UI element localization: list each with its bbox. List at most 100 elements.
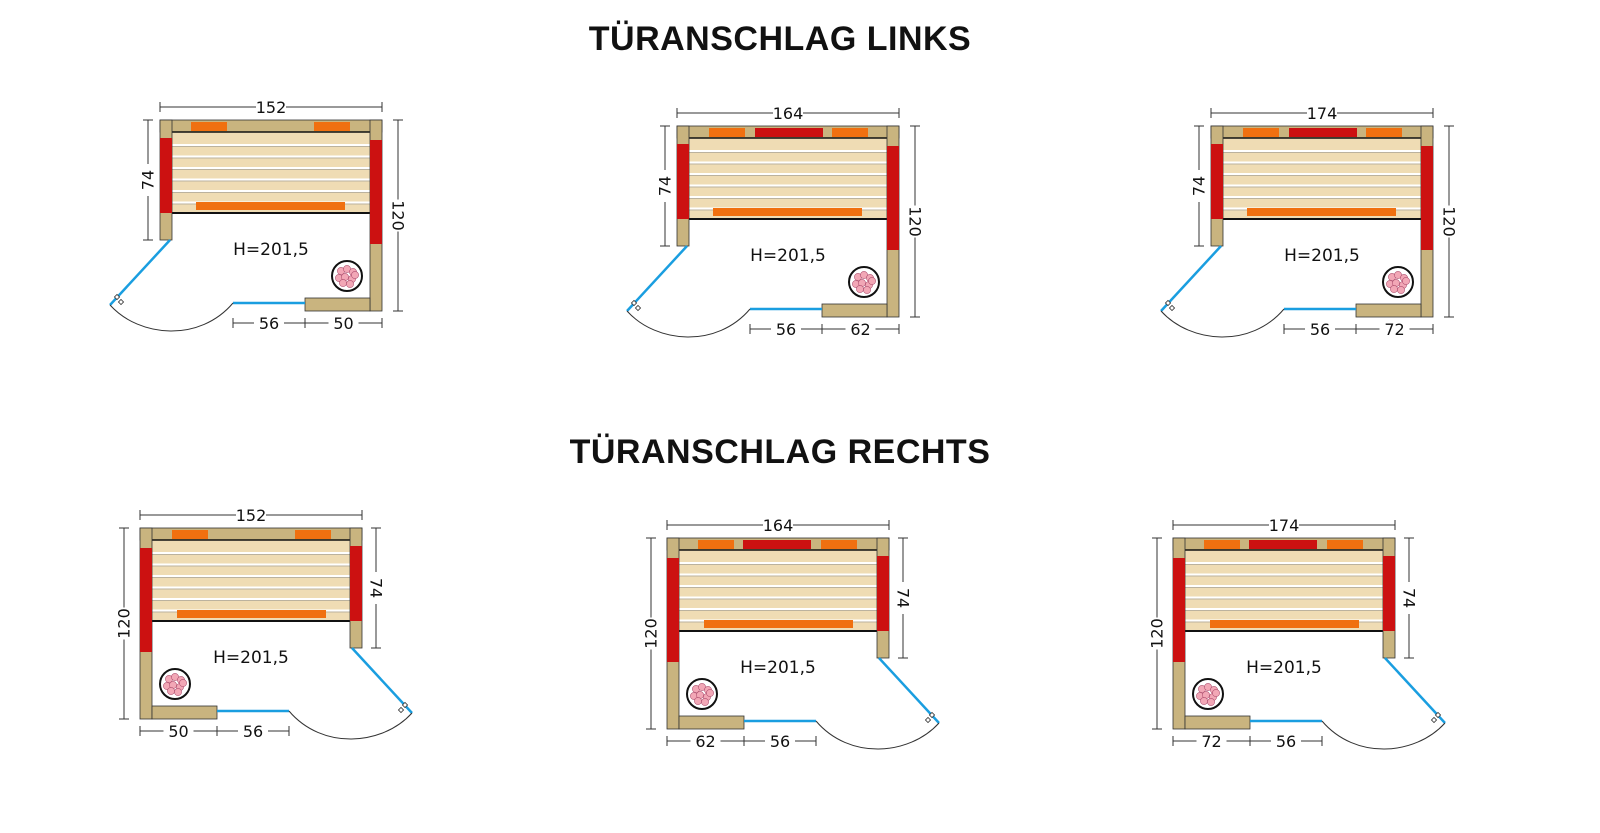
bench-depth-dimension: 74	[1190, 176, 1209, 196]
bench-heater-orange	[1247, 208, 1396, 216]
front-wall	[678, 715, 745, 730]
dimension-label-bg	[1196, 732, 1227, 750]
stove-stone	[1200, 697, 1208, 705]
stove-stone	[167, 687, 175, 695]
stove-stone	[1402, 277, 1410, 285]
dimension-label-bg	[894, 582, 912, 614]
back-heater-orange	[191, 122, 227, 131]
side-heater-red	[160, 138, 172, 213]
bench-heater-orange	[177, 610, 326, 618]
dimension-label-bg	[238, 722, 268, 740]
depth-dimension: 120	[642, 618, 661, 649]
back-heater-orange	[709, 128, 745, 137]
back-heater-red	[755, 128, 823, 137]
side-heater-red	[1173, 558, 1185, 662]
width-dimension: 164	[773, 104, 804, 123]
dimension-label-bg	[367, 572, 385, 604]
dimension-label-bg	[1269, 516, 1299, 534]
stove-stone	[863, 286, 871, 294]
depth-dimension: 120	[389, 200, 408, 231]
door-width-dimension: 56	[1310, 320, 1330, 339]
side-heater-red	[887, 146, 899, 250]
door-swing-arc	[815, 720, 940, 750]
dimension-label-bg	[1271, 732, 1301, 750]
dimension-label-bg	[1379, 320, 1410, 338]
back-heater-orange	[1366, 128, 1402, 137]
back-heater-orange	[295, 530, 331, 539]
bench-heater-orange	[713, 208, 862, 216]
glass-door	[351, 647, 413, 714]
door-hinge-icon	[1164, 299, 1172, 307]
front-wall	[1184, 715, 1251, 730]
door-swing-arc	[1321, 720, 1446, 750]
stove-stone	[1397, 286, 1405, 294]
stove-stone	[179, 679, 187, 687]
back-heater-orange	[1327, 540, 1363, 549]
side-heater-red	[677, 144, 689, 219]
bench-depth-dimension: 74	[139, 170, 158, 190]
width-dimension: 152	[236, 506, 267, 525]
side-heater-red	[1421, 146, 1433, 250]
door-hinge-icon	[1434, 711, 1442, 719]
back-heater-red	[1249, 540, 1317, 549]
bench-depth-dimension: 74	[1400, 588, 1419, 608]
door-hinge-icon	[924, 716, 932, 724]
door-hinge-icon	[117, 298, 125, 306]
stove-stone	[351, 271, 359, 279]
width-dimension: 164	[763, 516, 794, 535]
dimension-label-bg	[771, 320, 801, 338]
glass-door	[1160, 245, 1222, 312]
dimension-label-bg	[1440, 205, 1458, 238]
bench-heater-orange	[1210, 620, 1359, 628]
ceiling-height-label: H=201,5	[213, 648, 289, 668]
glass-door	[109, 239, 171, 306]
dimension-label-bg	[236, 506, 266, 524]
back-heater-orange	[1204, 540, 1240, 549]
width-dimension: 174	[1269, 516, 1300, 535]
dimension-label-bg	[690, 732, 721, 750]
bench-depth-dimension: 74	[367, 578, 386, 598]
door-swing-arc	[626, 308, 751, 338]
width-dimension: 174	[1307, 104, 1338, 123]
back-heater-orange	[314, 122, 350, 131]
dimension-label-bg	[845, 320, 876, 338]
door-swing-arc	[288, 710, 413, 740]
door-hinge-icon	[634, 304, 642, 312]
bench-depth-dimension: 74	[894, 588, 913, 608]
depth-dimension: 120	[906, 206, 925, 237]
ceiling-height-label: H=201,5	[1284, 246, 1360, 266]
dimension-label-bg	[139, 164, 157, 196]
glass-door	[626, 245, 688, 312]
dimension-label-bg	[656, 170, 674, 202]
side-heater-red	[370, 140, 382, 244]
back-heater-orange	[832, 128, 868, 137]
front-wall-dimension: 72	[1201, 732, 1221, 751]
dimension-label-bg	[1307, 104, 1337, 122]
section-title-rechts: TÜRANSCHLAG RECHTS	[569, 433, 991, 471]
front-wall	[1355, 303, 1422, 318]
side-heater-red	[350, 546, 362, 621]
stove-stone	[706, 689, 714, 697]
dimension-label-bg	[1148, 617, 1166, 650]
door-hinge-icon	[928, 711, 936, 719]
ceiling-height-label: H=201,5	[740, 658, 816, 678]
bench-heater-orange	[704, 620, 853, 628]
stove-stone	[346, 280, 354, 288]
dimension-label-bg	[906, 205, 924, 238]
back-heater-orange	[172, 530, 208, 539]
dimension-label-bg	[763, 516, 793, 534]
stove-stone	[694, 697, 702, 705]
door-hinge-icon	[1430, 716, 1438, 724]
door-width-dimension: 56	[243, 722, 263, 741]
glass-door	[1384, 657, 1446, 724]
side-heater-red	[1211, 144, 1223, 219]
door-width-dimension: 56	[770, 732, 790, 751]
bench-heater-orange	[196, 202, 345, 210]
glass-door	[878, 657, 940, 724]
depth-dimension: 120	[1148, 618, 1167, 649]
